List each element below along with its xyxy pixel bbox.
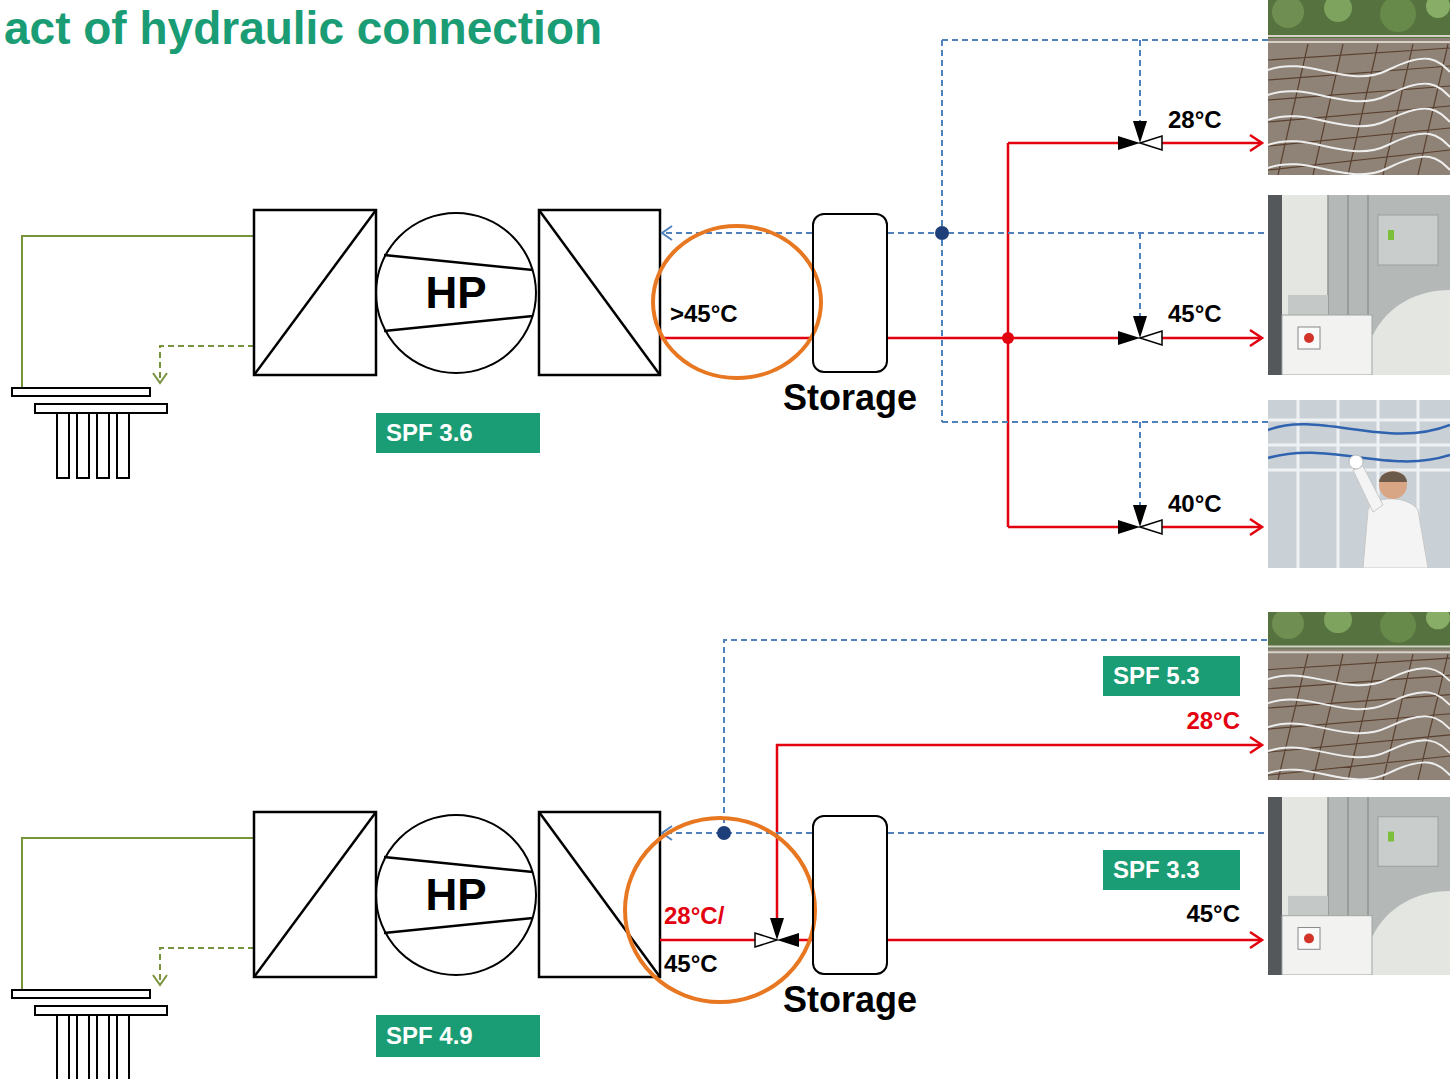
storage-tank: Storage bbox=[781, 213, 920, 418]
label-anchor: 45°C bbox=[1168, 300, 1222, 328]
temperature-label: 45°C bbox=[664, 950, 718, 978]
three-way-valve bbox=[755, 918, 799, 947]
temperature-label: >45°C bbox=[670, 300, 738, 328]
supply-line bbox=[660, 337, 812, 340]
node-text: Storage bbox=[783, 979, 917, 1020]
air-handler-photo bbox=[1268, 195, 1450, 375]
condenser-diagonal bbox=[539, 210, 660, 375]
junction-dot bbox=[717, 826, 731, 840]
evaporator bbox=[254, 812, 376, 977]
arrowhead bbox=[1250, 135, 1262, 535]
heat-pump-circle: HP bbox=[375, 814, 537, 976]
brine-return-line bbox=[160, 948, 254, 983]
supply-lines bbox=[660, 737, 1262, 948]
highlight-ellipse bbox=[653, 226, 821, 378]
condenser bbox=[539, 812, 660, 977]
return-line bbox=[662, 640, 1268, 833]
heat-pump-unit bbox=[254, 812, 660, 977]
tank-outline bbox=[812, 213, 888, 373]
brine-supply-line bbox=[22, 236, 254, 388]
ceiling-photo bbox=[1268, 400, 1450, 568]
label-anchor: 28°C bbox=[1168, 106, 1222, 134]
junction-dot bbox=[1002, 332, 1014, 344]
title-anchor: act of hydraulic connection bbox=[4, 2, 602, 55]
air-handler-photo bbox=[1268, 797, 1450, 975]
ground-loop bbox=[12, 236, 254, 478]
temperature-label: 28°C bbox=[1186, 707, 1240, 735]
node-text: HP bbox=[425, 268, 486, 319]
junction-dot bbox=[935, 226, 949, 240]
heat-pump-circle: HP bbox=[375, 212, 537, 374]
brine-supply-line bbox=[22, 838, 254, 990]
condenser-diagonal bbox=[539, 812, 660, 977]
ground-loop bbox=[12, 838, 254, 1079]
borehole-probes bbox=[57, 1015, 129, 1079]
condenser bbox=[539, 210, 660, 375]
arrowhead bbox=[662, 226, 672, 240]
return-lines bbox=[662, 40, 1268, 505]
temperature-label: 40°C bbox=[1168, 490, 1222, 518]
borehole-plate bbox=[35, 404, 167, 413]
heat-pump-unit bbox=[254, 210, 660, 375]
spf-badge: SPF 4.9 bbox=[376, 1015, 540, 1057]
label-anchor: 45°C bbox=[664, 950, 718, 978]
label-anchor: 28°C bbox=[1186, 707, 1240, 735]
three-way-valve bbox=[1118, 316, 1162, 345]
node-text: Storage bbox=[783, 377, 917, 418]
label-anchor: >45°C bbox=[670, 300, 738, 328]
evaporator-diagonal bbox=[254, 210, 376, 375]
evaporator-diagonal bbox=[254, 812, 376, 977]
node-text: SPF 4.9 bbox=[386, 1022, 473, 1050]
storage-tank: Storage bbox=[781, 815, 920, 1020]
temperature-label: 28°C/ bbox=[664, 902, 724, 930]
borehole-plate bbox=[35, 1006, 167, 1015]
slide-title: act of hydraulic connection bbox=[4, 2, 602, 55]
spf-badge: SPF 3.6 bbox=[376, 413, 540, 453]
tank-outline bbox=[812, 815, 888, 975]
arrowhead bbox=[1250, 737, 1262, 948]
temperature-label: 45°C bbox=[1168, 300, 1222, 328]
supply-line bbox=[888, 143, 1262, 527]
node-text: SPF 5.3 bbox=[1113, 662, 1200, 690]
temperature-label: 45°C bbox=[1186, 900, 1240, 928]
label-anchor: 40°C bbox=[1168, 490, 1222, 518]
compressor-lines bbox=[384, 255, 533, 331]
return-line bbox=[662, 40, 1268, 505]
borehole-plate bbox=[12, 388, 150, 396]
return-lines bbox=[662, 640, 1268, 840]
three-way-valve bbox=[1118, 121, 1162, 150]
roof-photo bbox=[1268, 0, 1450, 175]
borehole-probes bbox=[57, 413, 129, 478]
spf-badge: SPF 3.3 bbox=[1103, 850, 1240, 890]
evaporator bbox=[254, 210, 376, 375]
spf-badge: SPF 5.3 bbox=[1103, 656, 1240, 696]
node-text: SPF 3.6 bbox=[386, 419, 473, 447]
borehole-plate bbox=[12, 990, 150, 998]
temperature-label: 28°C bbox=[1168, 106, 1222, 134]
label-anchor: 28°C/ bbox=[664, 902, 724, 930]
supply-line bbox=[660, 745, 1262, 940]
three-way-valve bbox=[1118, 505, 1162, 534]
arrowhead bbox=[153, 975, 167, 985]
node-text: SPF 3.3 bbox=[1113, 856, 1200, 884]
highlight-ellipse bbox=[625, 818, 815, 1002]
supply-lines bbox=[660, 135, 1262, 535]
compressor-lines bbox=[384, 857, 533, 933]
label-anchor: 45°C bbox=[1186, 900, 1240, 928]
arrowhead bbox=[153, 373, 167, 383]
brine-return-line bbox=[160, 346, 254, 381]
node-text: HP bbox=[425, 870, 486, 921]
roof-photo bbox=[1268, 606, 1450, 780]
